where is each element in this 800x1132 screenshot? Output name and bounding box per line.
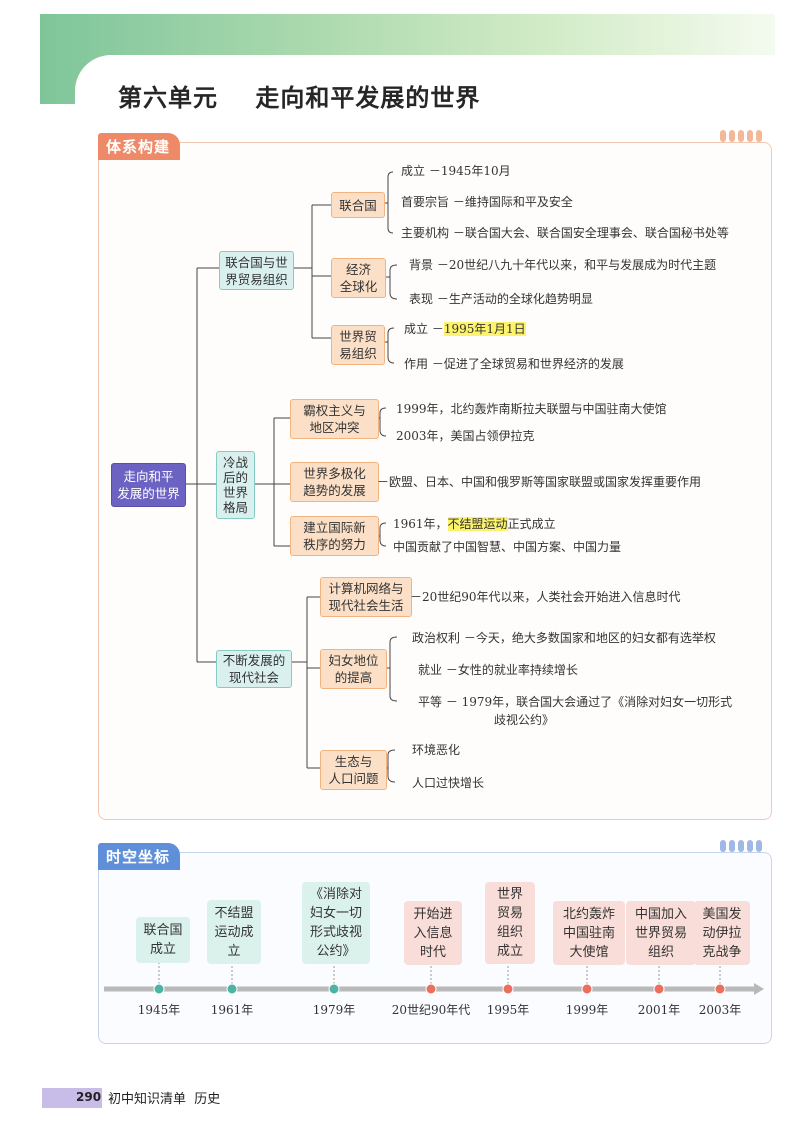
sub-label: 经济 全球化 xyxy=(339,262,378,294)
sub-hegemony: 霸权主义与 地区冲突 xyxy=(290,399,379,439)
leaf-text: 表现 －生产活动的全球化趋势明显 xyxy=(409,292,593,306)
timeline-event: 不结盟 运动成 立 xyxy=(207,900,261,964)
timeline-year: 1979年 xyxy=(312,1003,356,1017)
timeline-event: 北约轰炸 中国驻南 大使馆 xyxy=(553,901,625,965)
event-label: 开始进 入信息 时代 xyxy=(413,906,453,960)
leaf-text-with-highlight: 1961年，不结盟运动正式成立 xyxy=(393,516,556,532)
root-node: 走向和平 发展的世界 xyxy=(111,463,186,507)
timeline-event: 世界 贸易 组织 成立 xyxy=(485,882,535,964)
timeline-year: 1995年 xyxy=(486,1003,530,1017)
header-title-area xyxy=(75,55,775,125)
event-label: 联合国 成立 xyxy=(143,923,183,957)
highlight-date: 1995年1月1日 xyxy=(443,322,526,336)
timeline-event: 开始进 入信息 时代 xyxy=(404,901,462,965)
leaf-text: 平等 － 1979年，联合国大会通过了《消除对妇女一切形式 xyxy=(418,695,733,709)
leaf-text: 2003年，美国占领伊拉克 xyxy=(396,429,535,443)
event-label: 中国加入 世界贸易 组织 xyxy=(634,906,687,960)
event-label: 不结盟 运动成 立 xyxy=(214,905,254,959)
decorative-dots xyxy=(720,840,762,852)
leaf-text: 政治权利 －今天，绝大多数国家和地区的妇女都有选举权 xyxy=(412,631,716,645)
event-label: 世界 贸易 组织 成立 xyxy=(496,887,523,959)
sub-label: 世界贸 易组织 xyxy=(339,329,377,361)
leaf-text: 作用 －促进了全球贸易和世界经济的发展 xyxy=(404,357,624,371)
leaf-text: 环境恶化 xyxy=(412,743,461,757)
timeline-year: 1961年 xyxy=(210,1003,254,1017)
timeline-node xyxy=(328,983,340,995)
branch-label: 冷战 后的 世界 格局 xyxy=(222,455,248,515)
leaf-text: 中国贡献了中国智慧、中国方案、中国力量 xyxy=(393,540,622,554)
timeline-node xyxy=(153,983,165,995)
sub-multipolar: 世界多极化 趋势的发展 xyxy=(290,462,379,502)
leaf-text: 背景 －20世纪八九十年代以来，和平与发展成为时代主题 xyxy=(409,258,717,272)
timeline-event: 中国加入 世界贸易 组织 xyxy=(626,901,696,965)
sub-un: 联合国 xyxy=(331,192,385,218)
sub-label: 计算机网络与 现代社会生活 xyxy=(328,581,404,613)
sub-label: 建立国际新 秩序的努力 xyxy=(303,520,366,552)
leaf-text-with-highlight: 成立 －1995年1月1日 xyxy=(404,321,526,337)
branch-un-wto: 联合国与世 界贸易组织 xyxy=(219,251,294,290)
decorative-dots xyxy=(720,130,762,142)
sub-label: 妇女地位 的提高 xyxy=(328,653,379,685)
timeline-node xyxy=(425,983,437,995)
sub-globalization: 经济 全球化 xyxy=(331,258,386,298)
timeline-year: 1945年 xyxy=(137,1003,181,1017)
sub-computer-network: 计算机网络与 现代社会生活 xyxy=(320,577,412,617)
leaf-prefix: 成立 － xyxy=(404,322,444,336)
timeline-year: 2001年 xyxy=(637,1003,681,1017)
sub-label: 霸权主义与 地区冲突 xyxy=(303,403,366,435)
timeline-event: 美国发 动伊拉 克战争 xyxy=(694,901,750,965)
leaf-text: 歧视公约》 xyxy=(494,713,555,727)
sub-label: 联合国 xyxy=(339,197,377,213)
timeline-node xyxy=(502,983,514,995)
footer-book-title: 初中知识清单 历史 xyxy=(108,1092,221,1107)
branch-label: 联合国与世 界贸易组织 xyxy=(225,254,288,287)
branch-post-cold-war: 冷战 后的 世界 格局 xyxy=(216,451,255,519)
system-section-tab: 体系构建 xyxy=(98,133,181,160)
highlight-term: 不结盟运动 xyxy=(447,517,508,531)
timeline-node xyxy=(714,983,726,995)
sub-ecology-population: 生态与 人口问题 xyxy=(320,750,387,790)
timeline-section-tab: 时空坐标 xyxy=(98,843,181,870)
sub-wto: 世界贸 易组织 xyxy=(331,325,385,365)
branch-label: 不断发展的 现代社会 xyxy=(222,653,286,685)
leaf-text: 主要机构 －联合国大会、联合国安全理事会、联合国秘书处等 xyxy=(401,226,729,240)
timeline-node xyxy=(581,983,593,995)
leaf-text: 成立 －1945年10月 xyxy=(401,164,511,178)
leaf-text: 就业 －女性的就业率持续增长 xyxy=(418,663,578,677)
branch-modern-society: 不断发展的 现代社会 xyxy=(216,650,292,688)
timeline-event: 《消除对 妇女一切 形式歧视 公约》 xyxy=(302,882,370,964)
leaf-prefix: 1961年， xyxy=(393,517,448,531)
leaf-text: 1999年，北约轰炸南斯拉夫联盟与中国驻南大使馆 xyxy=(396,402,667,416)
sub-new-order: 建立国际新 秩序的努力 xyxy=(290,516,379,556)
footer-page-bar xyxy=(42,1088,102,1108)
timeline-year: 1999年 xyxy=(565,1003,609,1017)
timeline-event: 联合国 成立 xyxy=(136,917,190,963)
unit-title: 第六单元 走向和平发展的世界 xyxy=(118,84,481,112)
page-number: 290 xyxy=(76,1090,102,1104)
timeline-node xyxy=(653,983,665,995)
leaf-text: 人口过快增长 xyxy=(412,776,485,790)
leaf-text: －欧盟、日本、中国和俄罗斯等国家联盟或国家发挥重要作用 xyxy=(377,475,702,489)
event-label: 《消除对 妇女一切 形式歧视 公约》 xyxy=(309,887,362,959)
leaf-text: －20世纪90年代以来，人类社会开始进入信息时代 xyxy=(410,590,681,604)
sub-label: 生态与 人口问题 xyxy=(328,754,379,786)
system-frame xyxy=(98,142,772,820)
timeline-node xyxy=(226,983,238,995)
sub-women-status: 妇女地位 的提高 xyxy=(320,649,387,689)
leaf-suffix: 正式成立 xyxy=(507,517,556,531)
root-label: 走向和平 发展的世界 xyxy=(117,469,180,501)
sub-label: 世界多极化 趋势的发展 xyxy=(303,466,366,498)
leaf-text: 首要宗旨 －维持国际和平及安全 xyxy=(401,195,573,209)
event-label: 北约轰炸 中国驻南 大使馆 xyxy=(562,906,615,960)
event-label: 美国发 动伊拉 克战争 xyxy=(702,906,742,960)
timeline-year: 2003年 xyxy=(698,1003,742,1017)
timeline-year: 20世纪90年代 xyxy=(391,1003,471,1017)
